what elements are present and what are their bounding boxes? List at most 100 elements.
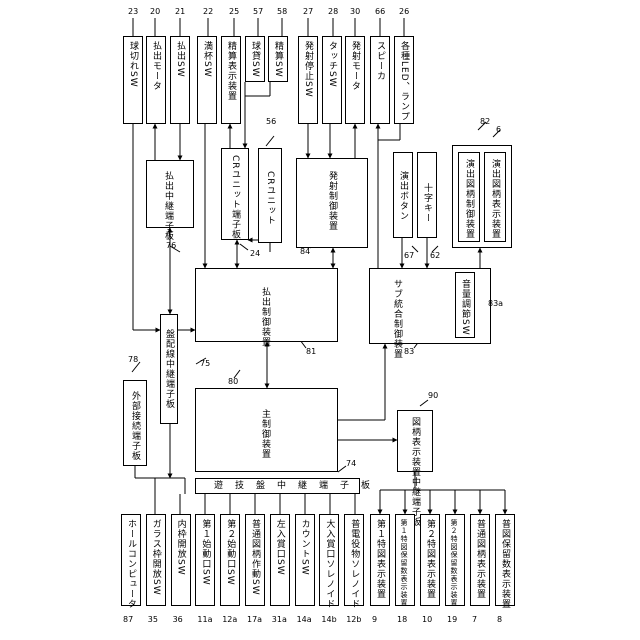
display-device-label: 第２特図保留数表示装置	[450, 519, 457, 607]
game-board-relay-terminal-board: 遊技盤中継端子板	[195, 478, 360, 494]
ref-26: 26	[399, 8, 409, 16]
full-tray-switch: 満杯SW	[197, 36, 217, 124]
display-device-label: 第１特図保留数表示装置	[400, 519, 407, 607]
display-device-ref: 18	[397, 616, 407, 624]
display-device-label: 第２特図表示装置	[425, 519, 434, 599]
ref-28: 28	[328, 8, 338, 16]
payout-control-device: 払出制御装置	[195, 268, 338, 342]
payout-motor: 払出モータ	[146, 36, 166, 124]
input-device-ref: 12a	[222, 616, 237, 624]
input-device-label: 左入賞口SW	[275, 519, 284, 576]
ref-83: 83	[404, 348, 414, 356]
input-device-ref: 35	[148, 616, 158, 624]
ref-84: 84	[300, 248, 310, 256]
led-lamps: 各種LED、ランプ	[394, 36, 414, 124]
display-device-ref: 9	[372, 616, 377, 624]
board-wiring-relay-terminal-board: 盤配線中継端子板	[160, 314, 178, 424]
input-device-label: ホールコンピュータ	[126, 519, 135, 609]
input-device-3: 第１始動口SW	[195, 514, 215, 606]
input-device-0: ホールコンピュータ	[121, 514, 141, 606]
input-device-6: 左入賞口SW	[270, 514, 290, 606]
input-device-label: 内枠開放SW	[176, 519, 185, 576]
ref-21: 21	[175, 8, 185, 16]
ref-90: 90	[428, 392, 438, 400]
touch-switch: タッチSW	[322, 36, 342, 124]
main-control-device: 主制御装置	[195, 388, 338, 472]
ref-58: 58	[277, 8, 287, 16]
ref-30: 30	[350, 8, 360, 16]
display-device-ref: 8	[497, 616, 502, 624]
display-device-label: 普通図柄表示装置	[475, 519, 484, 599]
ref-62: 62	[430, 252, 440, 260]
game-board-relay-label: 遊技盤中継端子板	[214, 482, 382, 491]
input-device-label: 第１始動口SW	[200, 519, 209, 586]
display-device-0: 第１特図表示装置	[370, 514, 390, 606]
input-device-9: 普電役物ソレノイド	[344, 514, 364, 606]
launch-control-device: 発射制御装置	[296, 158, 368, 248]
ref-83a: 83a	[488, 300, 503, 308]
ball-shortage-switch: 球切れSW	[123, 36, 143, 124]
ref-25: 25	[229, 8, 239, 16]
ref-24: 24	[250, 250, 260, 258]
ref-81: 81	[306, 348, 316, 356]
input-device-4: 第２始動口SW	[220, 514, 240, 606]
display-device-1: 第１特図保留数表示装置	[395, 514, 415, 606]
payout-relay-board: 払出中継端子板	[146, 160, 194, 228]
input-device-ref: 11a	[197, 616, 212, 624]
cr-unit-terminal-board: CRユニット端子板	[221, 148, 249, 240]
ref-80: 80	[228, 378, 238, 386]
cross-key: 十字キー	[417, 152, 437, 238]
input-device-1: ガラス枠開放SW	[146, 514, 166, 606]
display-device-3: 第２特図保留数表示装置	[445, 514, 465, 606]
input-device-label: 普電役物ソレノイド	[349, 519, 358, 609]
display-device-ref: 7	[472, 616, 477, 624]
external-connection-terminal-board: 外部接続端子板	[123, 380, 147, 466]
ref-20: 20	[150, 8, 160, 16]
settlement-display: 精算表示装置	[221, 36, 241, 124]
speaker: スピーカ	[370, 36, 390, 124]
volume-adjust-switch: 音量調節SW	[455, 272, 475, 338]
input-device-ref: 31a	[272, 616, 287, 624]
input-device-ref: 36	[173, 616, 183, 624]
input-device-label: カウントSW	[300, 519, 309, 576]
launch-stop-switch: 発射停止SW	[298, 36, 318, 124]
ref-57: 57	[253, 8, 263, 16]
display-device-5: 普図保留数表示装置	[495, 514, 515, 606]
display-device-ref: 10	[422, 616, 432, 624]
launch-motor: 発射モータ	[345, 36, 365, 124]
effect-button: 演出ボタン	[393, 152, 413, 238]
ref-56: 56	[266, 118, 276, 126]
display-device-4: 普通図柄表示装置	[470, 514, 490, 606]
effect-pattern-display-device: 演出図柄表示装置	[484, 152, 506, 242]
input-device-label: ガラス枠開放SW	[151, 519, 160, 596]
input-device-ref: 87	[123, 616, 133, 624]
input-device-ref: 14a	[297, 616, 312, 624]
input-device-5: 普通図柄作動SW	[245, 514, 265, 606]
display-device-label: 第１特図表示装置	[375, 519, 384, 599]
ref-67: 67	[404, 252, 414, 260]
display-device-ref: 19	[447, 616, 457, 624]
cr-unit: CRユニット	[258, 148, 282, 243]
ref-6: 6	[496, 126, 501, 134]
settlement-switch: 精算SW	[268, 36, 288, 82]
input-device-ref: 12b	[346, 616, 361, 624]
ref-27: 27	[303, 8, 313, 16]
ball-lending-switch: 球貸SW	[245, 36, 265, 82]
input-device-7: カウントSW	[295, 514, 315, 606]
ref-66: 66	[375, 8, 385, 16]
input-device-label: 第２始動口SW	[225, 519, 234, 586]
ref-76: 76	[166, 242, 176, 250]
ref-23: 23	[128, 8, 138, 16]
display-device-label: 普図保留数表示装置	[500, 519, 509, 609]
pattern-display-relay-board: 図柄表示装置中継端子板	[397, 410, 433, 472]
input-device-8: 大入賞口ソレノイド	[319, 514, 339, 606]
input-device-2: 内枠開放SW	[171, 514, 191, 606]
ref-22: 22	[203, 8, 213, 16]
ref-82: 82	[480, 118, 490, 126]
ref-75: 75	[200, 360, 210, 368]
ref-74: 74	[346, 460, 356, 468]
input-device-label: 普通図柄作動SW	[250, 519, 259, 596]
effect-pattern-control-device: 演出図柄制御装置	[458, 152, 480, 242]
input-device-ref: 14b	[321, 616, 336, 624]
